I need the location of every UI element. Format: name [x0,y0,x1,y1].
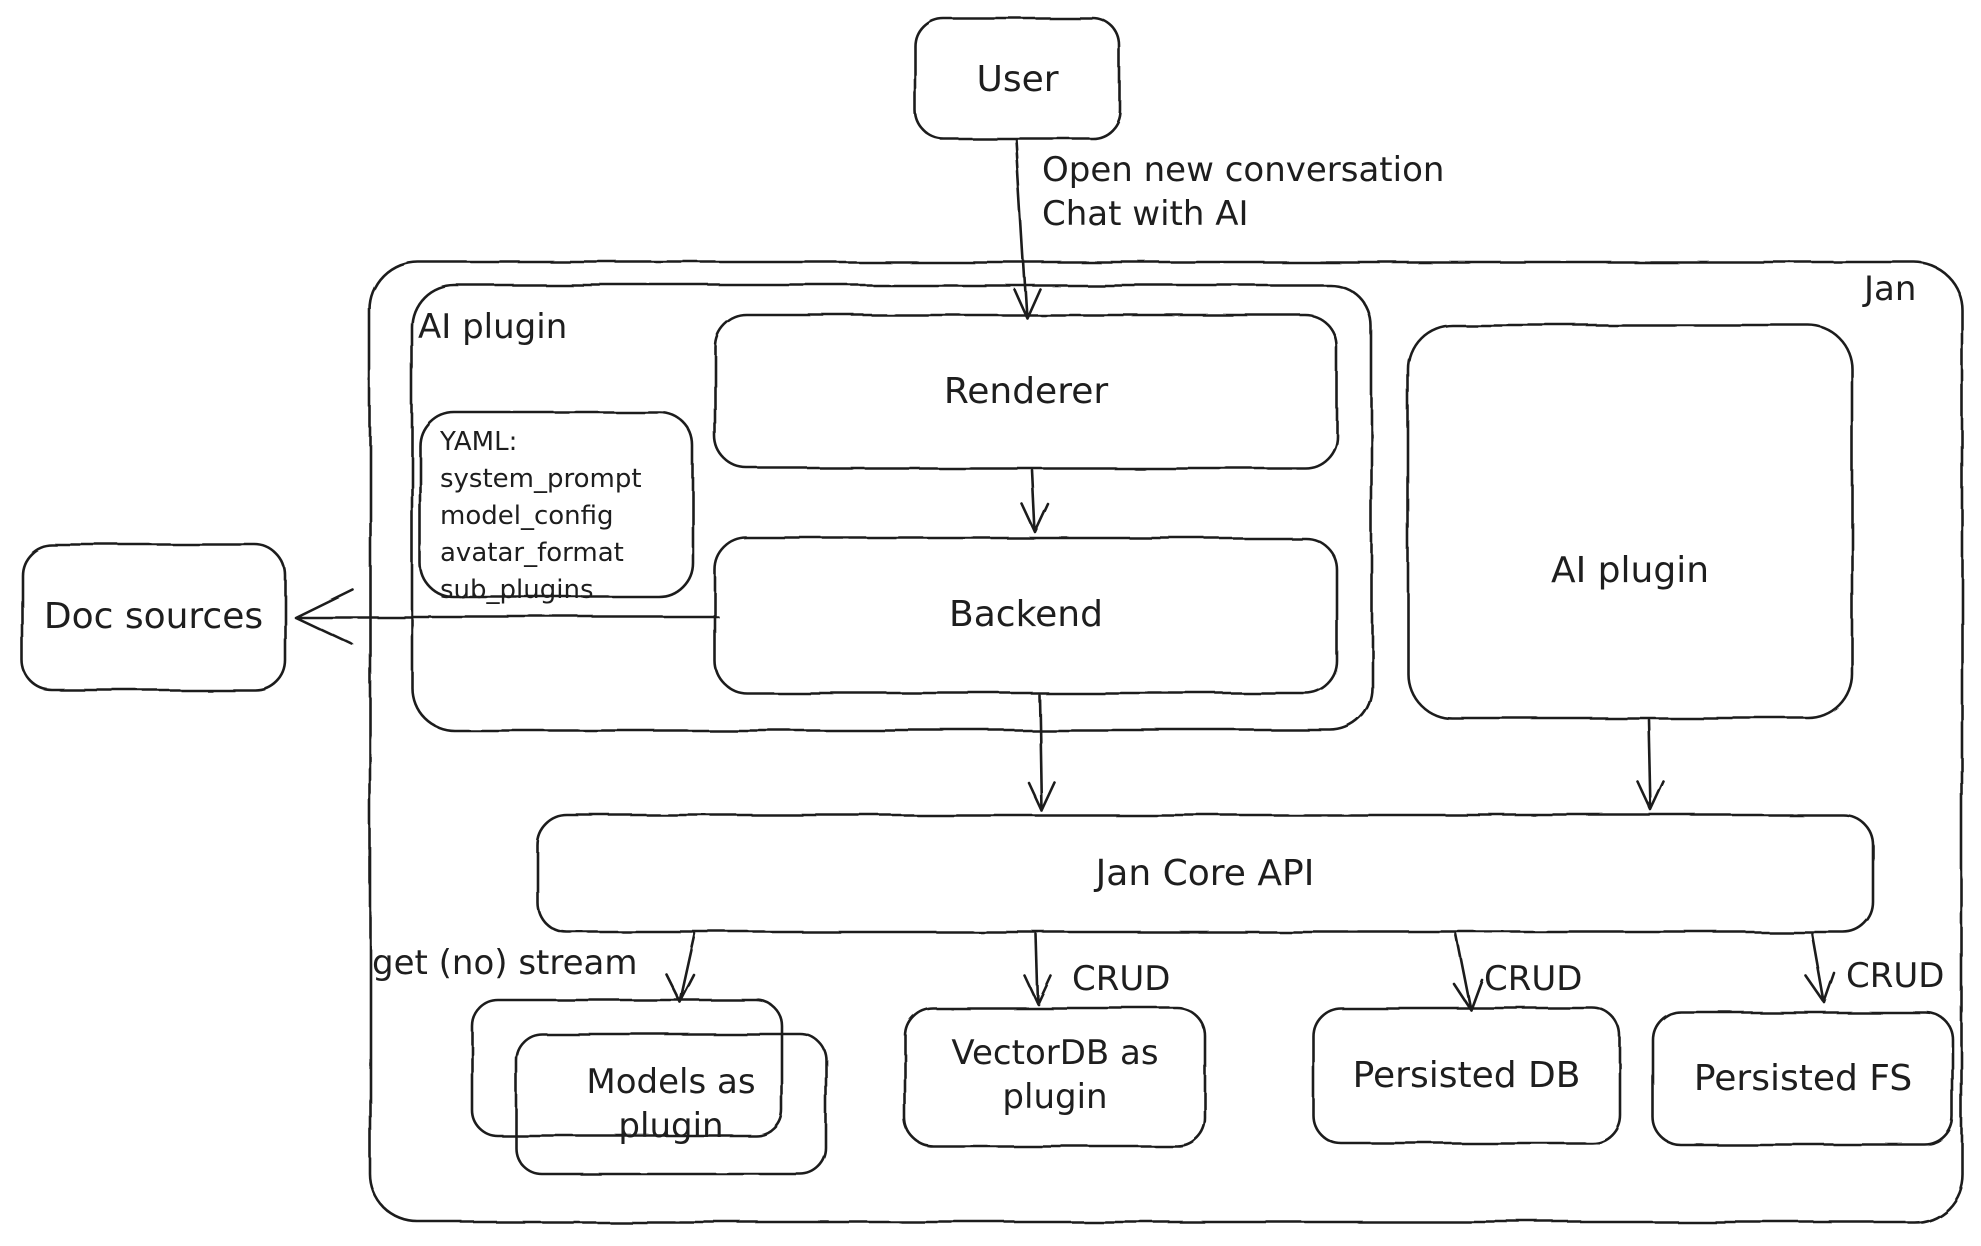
crud-persisted-db-edge-label: CRUD [1484,959,1583,999]
ai-plugin-right-box-shape [1406,323,1854,720]
models-plugin-front-box-shape [514,1032,828,1176]
yaml-note-line: sub_plugins [440,575,594,605]
user-to-renderer-edge-label-line1: Open new conversation [1042,150,1445,190]
arrow-backend-to-doc-sources [293,587,720,646]
backend-box-shape [713,536,1339,695]
user-label: User [976,59,1059,100]
doc-sources-label: Doc sources [43,596,264,637]
ai-plugin-container-shape [410,283,1374,732]
backend-label: Backend [949,594,1103,635]
jan-core-api-bar-shape [535,813,1875,934]
doc-sources-box-shape [20,543,287,692]
ai-plugin-right-label: AI plugin [1550,550,1710,591]
jan-container-shape [368,260,1964,1224]
persisted-db-box-shape [1311,1006,1622,1145]
arrow-api-to-models-plugin [664,932,697,1004]
user-box-shape [913,16,1122,140]
ai-plugin-container-label: AI plugin [418,307,568,347]
vectordb-plugin-label-line1: VectorDB as [951,1033,1159,1073]
yaml-note-line: model_config [440,501,614,531]
crud-vectordb-edge-label: CRUD [1072,959,1171,999]
user-to-renderer-edge-label: Open new conversation Chat with AI [1042,148,1444,236]
arrow-api-to-persisted-fs [1804,932,1836,1004]
persisted-db-label: Persisted DB [1352,1055,1581,1096]
vectordb-plugin-label-line2: plugin [1002,1077,1108,1117]
yaml-note-line: YAML: [440,427,518,457]
yaml-note-shape [418,410,695,599]
yaml-note-line: system_prompt [440,464,642,494]
models-plugin-label-line2: plugin [618,1106,724,1146]
vectordb-plugin-box-shape [903,1006,1207,1148]
models-plugin-label-line1: Models as [586,1062,756,1102]
jan-core-api-label: Jan Core API [1095,853,1315,894]
arrow-backend-to-jan-core-api [1026,693,1056,812]
get-no-stream-edge-label: get (no) stream [372,943,638,983]
vectordb-plugin-label: VectorDB as plugin [905,1031,1205,1119]
yaml-note-line: avatar_format [440,538,624,568]
arrow-ai-plugin-to-jan-core-api [1636,718,1666,812]
renderer-label: Renderer [943,371,1109,412]
arrow-api-to-vectordb [1023,932,1053,1006]
crud-persisted-fs-edge-label: CRUD [1846,956,1945,996]
jan-container-label: Jan [1864,269,1917,309]
models-plugin-label: Models as plugin [516,1060,826,1148]
user-to-renderer-edge-label-line2: Chat with AI [1042,194,1249,234]
yaml-note-text: YAML: system_prompt model_config avatar_… [440,424,642,609]
arrow-user-to-renderer [1012,137,1042,320]
arrow-renderer-to-backend [1020,468,1050,534]
models-plugin-back-box-shape [470,998,784,1138]
persisted-fs-label: Persisted FS [1693,1058,1913,1099]
arrow-api-to-persisted-db [1452,932,1484,1012]
persisted-fs-box-shape [1651,1010,1955,1147]
